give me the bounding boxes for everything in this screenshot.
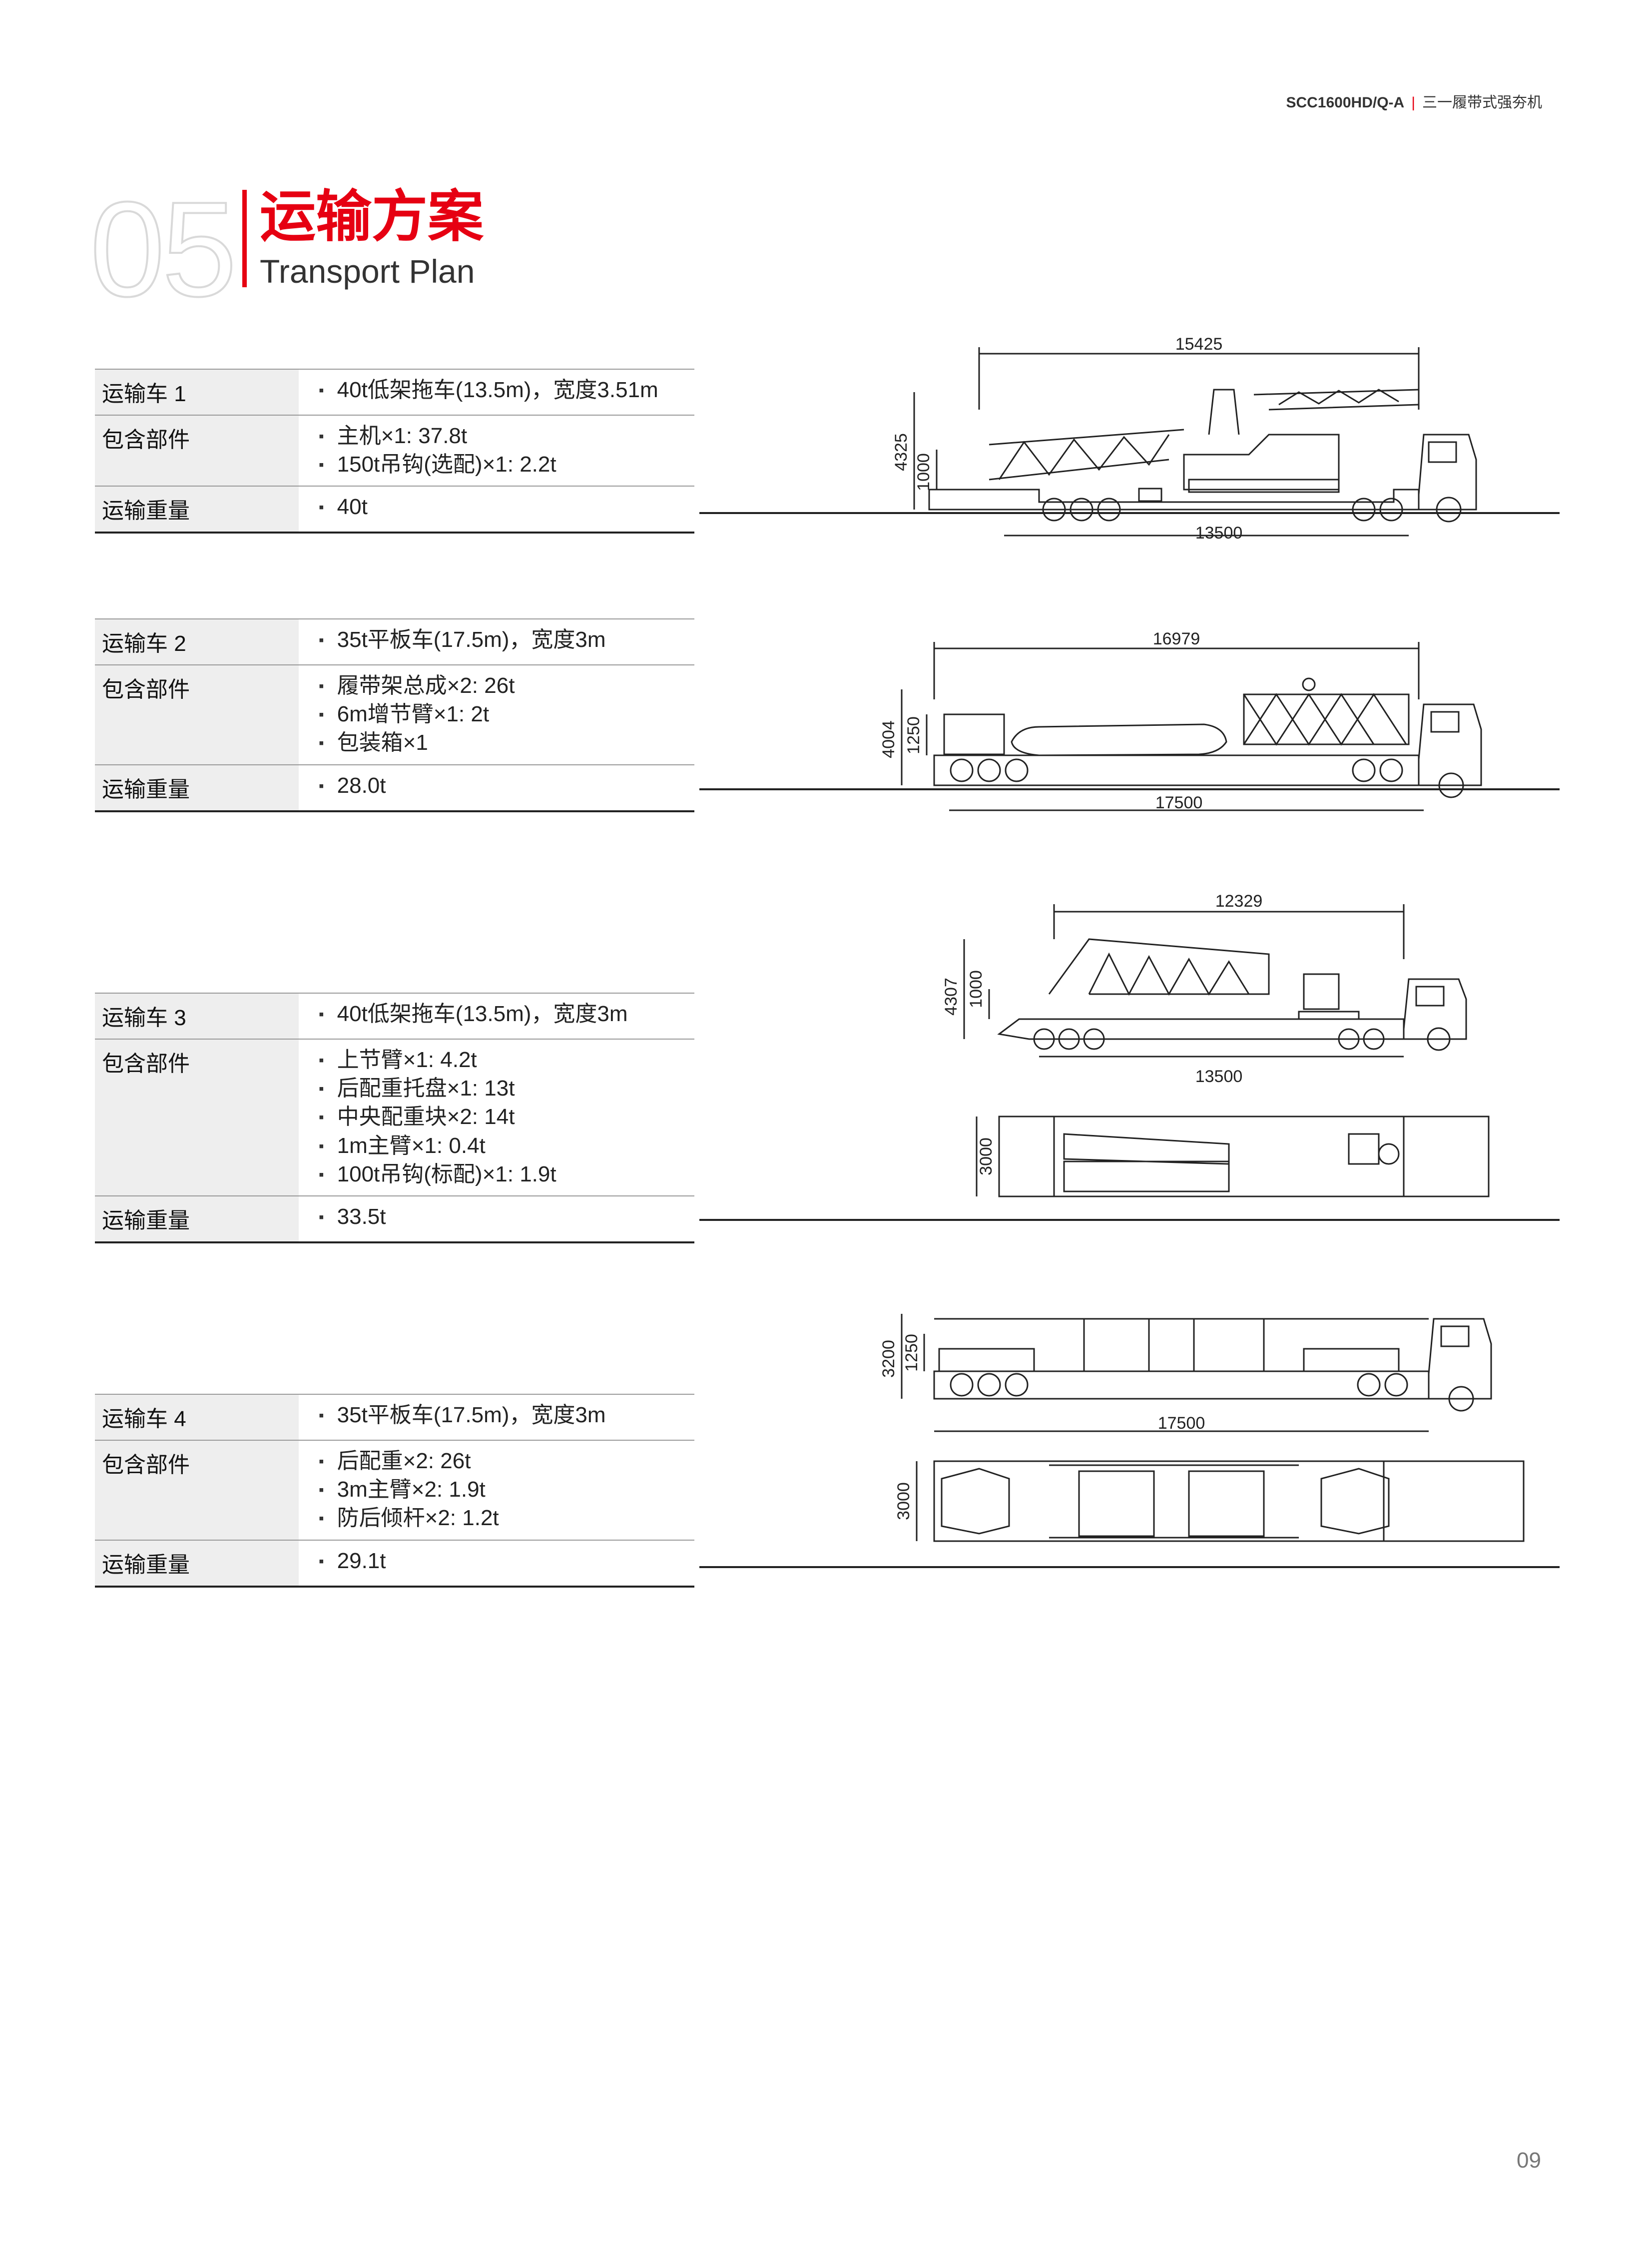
- dim-overall-length: 15425: [1175, 335, 1223, 354]
- parts-label: 包含部件: [95, 665, 299, 765]
- part-item: 中央配重块×2: 14t: [319, 1103, 687, 1131]
- dim-trailer-length: 13500: [1195, 524, 1243, 543]
- truck-3-drawing: 12329 13500 4307 1000 3000: [942, 892, 1490, 1197]
- truck-3-table: 运输车 3 40t低架拖车(13.5m)，宽度3m 包含部件 上节臂×1: 4.…: [95, 993, 694, 1243]
- vehicle-spec: 40t低架拖车(13.5m)，宽度3m: [319, 1000, 687, 1028]
- weight-value: 33.5t: [319, 1202, 687, 1231]
- dim-overall-length: 16979: [1153, 629, 1200, 648]
- dim-deck-height: 1250: [902, 1334, 921, 1372]
- page-header: SCC1600HD/Q-A | 三一履带式强夯机: [1286, 90, 1542, 112]
- part-item: 上节臂×1: 4.2t: [319, 1046, 687, 1074]
- dim-trailer-length: 13500: [1195, 1067, 1243, 1086]
- table-row: 运输重量 40t: [95, 486, 694, 534]
- dim-total-height: 4307: [942, 978, 961, 1016]
- part-item: 1m主臂×1: 0.4t: [319, 1131, 687, 1160]
- table-row: 运输车 3 40t低架拖车(13.5m)，宽度3m: [95, 993, 694, 1040]
- truck-2-table: 运输车 2 35t平板车(17.5m)，宽度3m 包含部件 履带架总成×2: 2…: [95, 618, 694, 812]
- weight-value: 29.1t: [319, 1547, 687, 1575]
- part-item: 包装箱×1: [319, 728, 687, 757]
- part-item: 3m主臂×2: 1.9t: [319, 1475, 687, 1504]
- truck-label: 运输车 4: [95, 1394, 299, 1441]
- section-title-cn: 运输方案: [260, 185, 484, 248]
- dim-trailer-length: 17500: [1155, 793, 1203, 812]
- dim-deck-height: 1000: [967, 970, 986, 1008]
- section-title-en: Transport Plan: [260, 253, 475, 290]
- page-number: 09: [1517, 2148, 1541, 2173]
- truck-4-baseline: [699, 1566, 1560, 1568]
- truck-1-drawing: 15425 13500 4325 1000: [892, 335, 1477, 543]
- dim-width: 3000: [894, 1482, 913, 1520]
- section-accent-bar: [242, 190, 247, 287]
- table-row: 包含部件 主机×1: 37.8t 150t吊钩(选配)×1: 2.2t: [95, 415, 694, 487]
- section-number: 05: [89, 174, 238, 325]
- part-item: 防后倾杆×2: 1.2t: [319, 1504, 687, 1532]
- model-name: SCC1600HD/Q-A: [1286, 94, 1405, 111]
- part-item: 6m增节臂×1: 2t: [319, 700, 687, 728]
- truck-4-drawing: 17500 3200 1250 3000: [879, 1314, 1525, 1542]
- truck-1-table: 运输车 1 40t低架拖车(13.5m)，宽度3.51m 包含部件 主机×1: …: [95, 369, 694, 534]
- weight-value: 40t: [319, 493, 687, 521]
- table-row: 包含部件 履带架总成×2: 26t 6m增节臂×1: 2t 包装箱×1: [95, 665, 694, 765]
- vehicle-spec: 40t低架拖车(13.5m)，宽度3.51m: [319, 376, 687, 404]
- product-name: 三一履带式强夯机: [1422, 94, 1542, 111]
- part-item: 主机×1: 37.8t: [319, 422, 687, 450]
- dim-width: 3000: [977, 1137, 996, 1175]
- weight-label: 运输重量: [95, 764, 299, 812]
- dim-total-height: 4004: [879, 720, 898, 758]
- part-item: 150t吊钩(选配)×1: 2.2t: [319, 450, 687, 479]
- parts-label: 包含部件: [95, 1440, 299, 1541]
- weight-label: 运输重量: [95, 1540, 299, 1588]
- dim-trailer-length: 17500: [1158, 1414, 1205, 1433]
- table-row: 运输重量 33.5t: [95, 1195, 694, 1243]
- truck-3-baseline: [699, 1219, 1560, 1221]
- dim-total-height: 4325: [892, 433, 911, 471]
- part-item: 后配重×2: 26t: [319, 1447, 687, 1475]
- parts-label: 包含部件: [95, 1039, 299, 1196]
- table-row: 运输车 1 40t低架拖车(13.5m)，宽度3.51m: [95, 369, 694, 416]
- parts-label: 包含部件: [95, 415, 299, 487]
- truck-4-table: 运输车 4 35t平板车(17.5m)，宽度3m 包含部件 后配重×2: 26t…: [95, 1394, 694, 1588]
- table-row: 包含部件 上节臂×1: 4.2t 后配重托盘×1: 13t 中央配重块×2: 1…: [95, 1039, 694, 1196]
- table-row: 运输重量 29.1t: [95, 1540, 694, 1588]
- dim-overall-length: 12329: [1215, 892, 1263, 911]
- part-item: 后配重托盘×1: 13t: [319, 1074, 687, 1103]
- truck-2-baseline: [699, 788, 1560, 790]
- weight-value: 28.0t: [319, 771, 687, 800]
- header-separator: |: [1411, 94, 1415, 111]
- table-row: 运输车 2 35t平板车(17.5m)，宽度3m: [95, 618, 694, 665]
- table-row: 运输重量 28.0t: [95, 764, 694, 812]
- table-row: 包含部件 后配重×2: 26t 3m主臂×2: 1.9t 防后倾杆×2: 1.2…: [95, 1440, 694, 1541]
- table-row: 运输车 4 35t平板车(17.5m)，宽度3m: [95, 1394, 694, 1441]
- truck-1-baseline: [699, 512, 1560, 514]
- truck-label: 运输车 2: [95, 618, 299, 665]
- weight-label: 运输重量: [95, 486, 299, 534]
- vehicle-spec: 35t平板车(17.5m)，宽度3m: [319, 625, 687, 654]
- dim-deck-height: 1250: [904, 716, 923, 754]
- part-item: 100t吊钩(标配)×1: 1.9t: [319, 1160, 687, 1188]
- weight-label: 运输重量: [95, 1195, 299, 1243]
- truck-label: 运输车 1: [95, 369, 299, 416]
- truck-2-drawing: 16979 17500 4004 1250: [879, 629, 1482, 812]
- dim-total-height: 3200: [879, 1340, 898, 1378]
- part-item: 履带架总成×2: 26t: [319, 671, 687, 700]
- vehicle-spec: 35t平板车(17.5m)，宽度3m: [319, 1401, 687, 1429]
- dim-deck-height: 1000: [914, 453, 933, 491]
- truck-label: 运输车 3: [95, 993, 299, 1040]
